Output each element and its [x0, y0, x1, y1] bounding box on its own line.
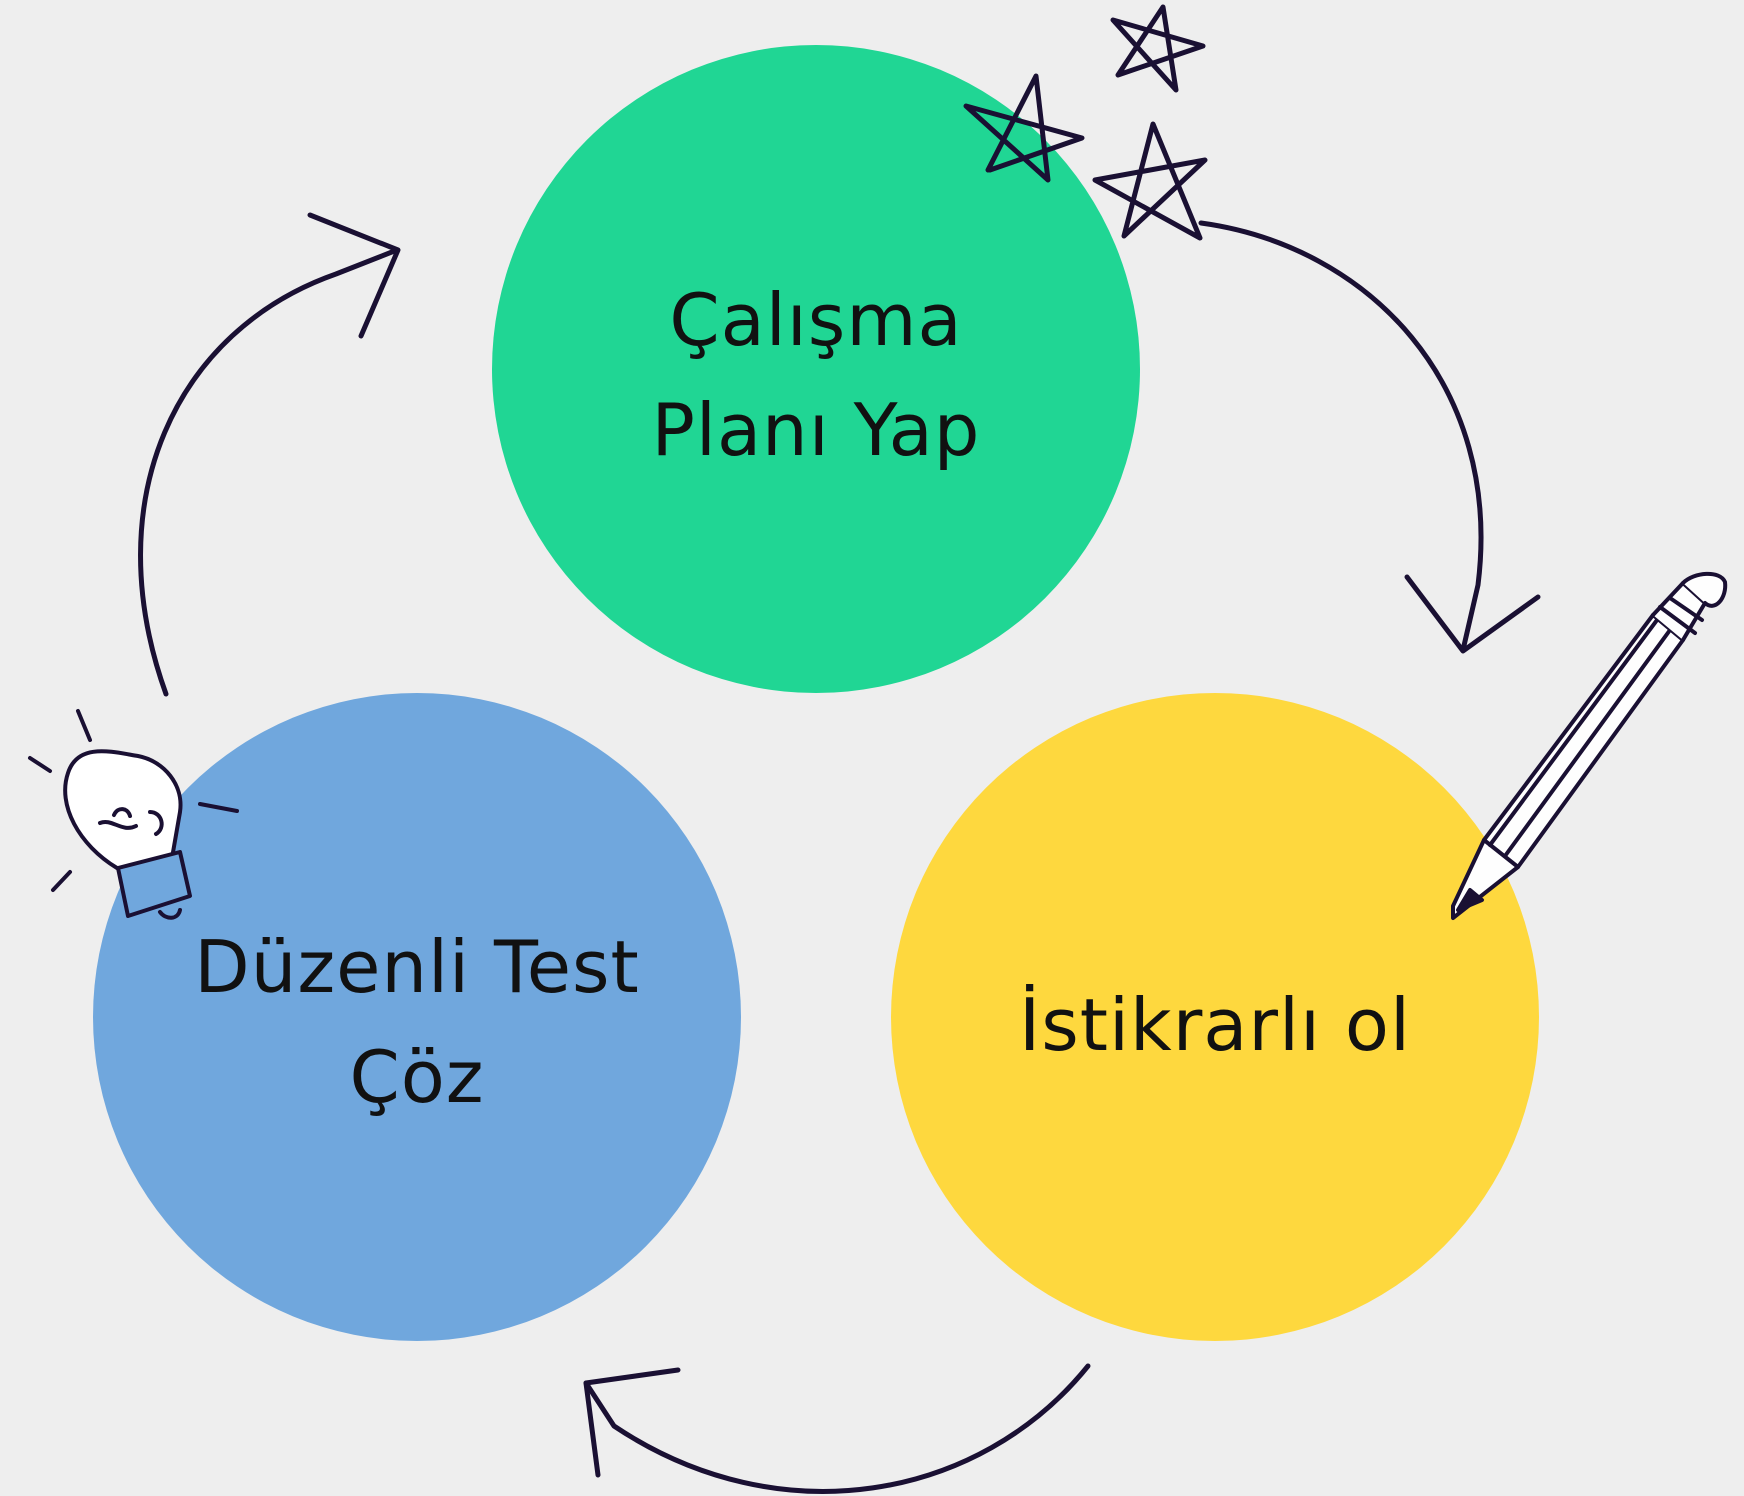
curved-arrow: [1198, 220, 1484, 653]
node-yellow-label: İstikrarlı ol: [961, 970, 1469, 1080]
lightbulb-icon: [28, 709, 239, 920]
stars-icon: [963, 4, 1208, 241]
arrowhead-icon: [583, 1367, 681, 1478]
node-blue-label: Düzenli Test Çöz: [163, 912, 671, 1132]
node-blue-line2: Çöz: [349, 1035, 485, 1119]
node-yellow-circle: [891, 693, 1539, 1341]
node-blue-line1: Düzenli Test: [194, 925, 640, 1009]
arrow-bottom: [583, 1363, 1091, 1494]
arrowhead-icon: [1404, 574, 1541, 654]
arrow-left-top: [138, 212, 401, 697]
node-green-line1: Çalışma: [669, 278, 963, 362]
node-green-label: Çalışma Planı Yap: [562, 265, 1070, 485]
curved-arrow: [138, 247, 400, 697]
arrowhead-icon: [307, 212, 401, 339]
pencil-icon: [1451, 571, 1728, 920]
arrow-top-right: [1198, 220, 1541, 654]
node-blue-circle: [93, 693, 741, 1341]
node-yellow-line1: İstikrarlı ol: [1019, 983, 1411, 1067]
node-green-line2: Planı Yap: [651, 388, 981, 472]
curved-arrow: [583, 1363, 1091, 1494]
